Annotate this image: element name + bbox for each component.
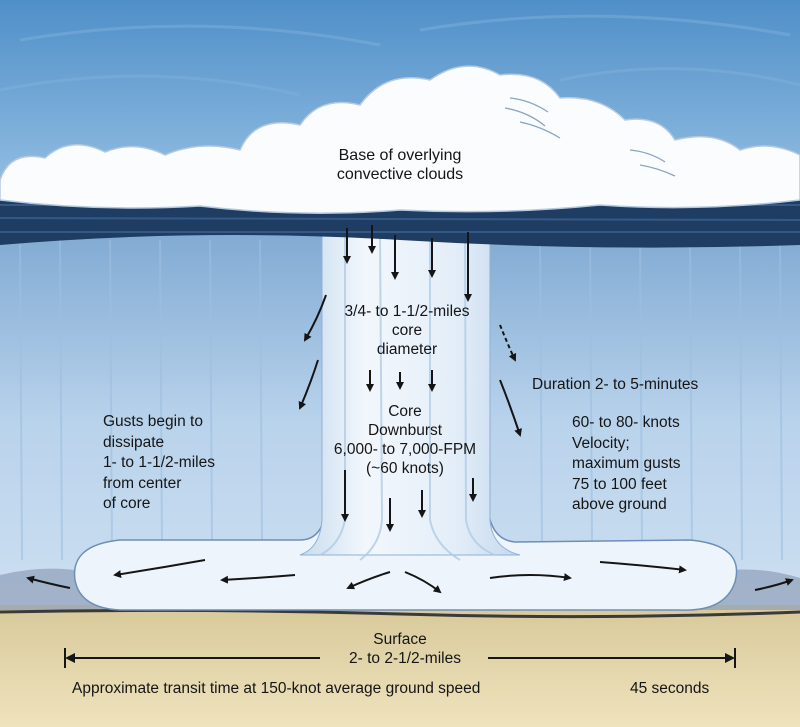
span-label: 2- to 2-1/2-miles <box>349 650 461 667</box>
velocity-line5: above ground <box>572 496 667 513</box>
cloud-base-label-line2: convective clouds <box>336 166 464 183</box>
gusts-line5: of core <box>103 495 151 512</box>
surface-label: Surface <box>373 631 427 648</box>
outflow-vortex <box>73 509 738 611</box>
core-downburst-line4: (~60 knots) <box>366 460 444 477</box>
distance-scale <box>64 648 736 668</box>
transit-time-label: 45 seconds <box>630 680 710 697</box>
downburst-core <box>299 214 521 556</box>
velocity-line2: Velocity; <box>572 434 630 452</box>
cloud-shading <box>504 97 676 177</box>
core-downburst-line1: Core <box>388 403 422 420</box>
gusts-line4: from center <box>103 474 182 492</box>
velocity-line1: 60- to 80- knots <box>572 414 680 431</box>
cloud-base-label-line1: Base of overlying <box>338 147 462 164</box>
core-downburst-label: Core Downburst 6,000- to 7,000-FPM (~60 … <box>305 402 505 478</box>
velocity-line4: 75 to 100 feet <box>572 475 667 493</box>
core-diameter-line3: diameter <box>376 341 438 358</box>
gusts-line2: dissipate <box>103 433 165 451</box>
gusts-line3: 1- to 1-1/2-miles <box>103 454 215 471</box>
rain-streaks <box>19 239 783 561</box>
core-downburst-line3: 6,000- to 7,000-FPM <box>333 441 477 458</box>
core-diameter-line1: 3/4- to 1-1/2-miles <box>344 303 470 320</box>
gusts-line1: Gusts begin to <box>103 413 203 430</box>
core-downburst-line2: Downburst <box>367 422 443 439</box>
cloud-base-label: Base of overlying convective clouds <box>300 146 500 184</box>
duration-label: Duration 2- to 5-minutes <box>532 376 699 393</box>
core-diameter-line2: core <box>391 322 423 339</box>
velocity-line3: maximum gusts <box>572 455 681 472</box>
sky-brush-strokes <box>0 14 800 97</box>
transit-label: Approximate transit time at 150-knot ave… <box>72 680 481 697</box>
core-diameter-label: 3/4- to 1-1/2-miles core diameter <box>322 302 492 359</box>
velocity-label: 60- to 80- knots Velocity; maximum gusts… <box>572 413 681 516</box>
ground <box>0 605 800 727</box>
core-arrows <box>298 225 522 532</box>
outflow-arrows <box>26 559 794 594</box>
gusts-label: Gusts begin to dissipate 1- to 1-1/2-mil… <box>103 412 215 515</box>
convective-cloud <box>0 65 800 214</box>
